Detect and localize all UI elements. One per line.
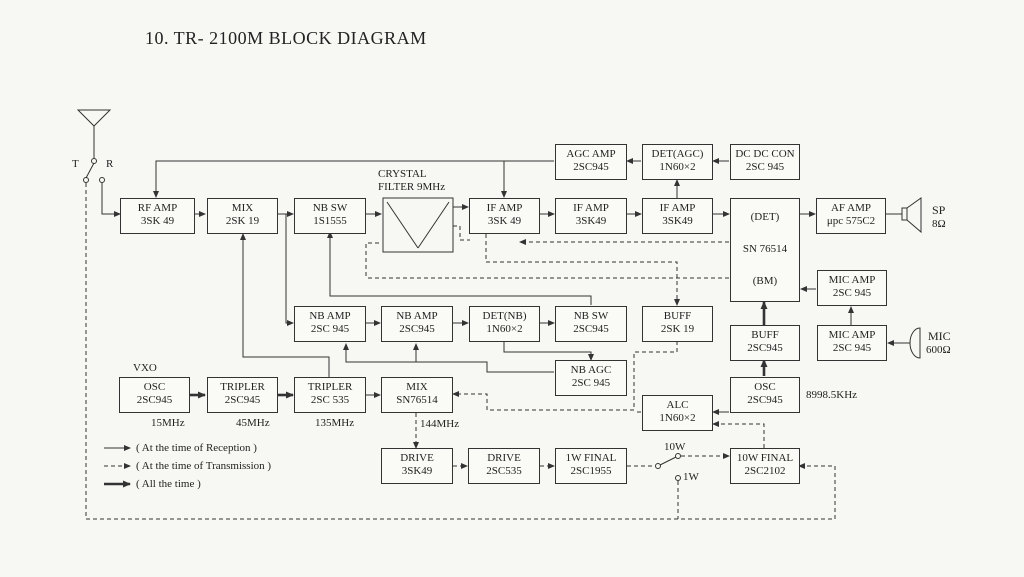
t-label: T [72,158,79,170]
legend-transmission: ( At the time of Transmission ) [136,460,272,472]
freq-8998khz: 8998.5KHz [806,389,858,401]
microphone-icon [902,327,921,359]
sp-label: SP [932,203,946,217]
freq-15mhz: 15MHz [151,417,185,429]
freq-135mhz: 135MHz [315,417,355,429]
legend-reception: ( At the time of Reception ) [136,442,257,454]
det-nb-block: DET(NB)1N60×2 [469,306,540,342]
label-1w: 1W [683,471,699,483]
freq-45mhz: 45MHz [236,417,270,429]
crystal-filter-symbol [382,197,454,253]
sp-impedance: 8Ω [932,218,946,230]
legend-all-time: ( All the time ) [136,478,201,490]
diagram-title: 10. TR- 2100M BLOCK DIAGRAM [145,28,427,48]
freq-144mhz: 144MHz [420,418,460,430]
mic-label: MIC [928,329,951,343]
mic-impedance: 600Ω [926,344,951,356]
crystal-filter-label-2: FILTER 9MHz [378,181,446,193]
vxo-label: VXO [133,362,157,374]
det-agc-block: DET(AGC)1N60×2 [642,144,713,180]
crystal-filter-label-1: CRYSTAL [378,168,427,180]
label-10w: 10W [664,441,686,453]
antenna-icon [76,109,112,183]
sn76514-det-bm-block: (DET) SN 76514 (BM) [730,198,800,302]
r-label: R [106,158,114,170]
speaker-icon [901,197,922,234]
